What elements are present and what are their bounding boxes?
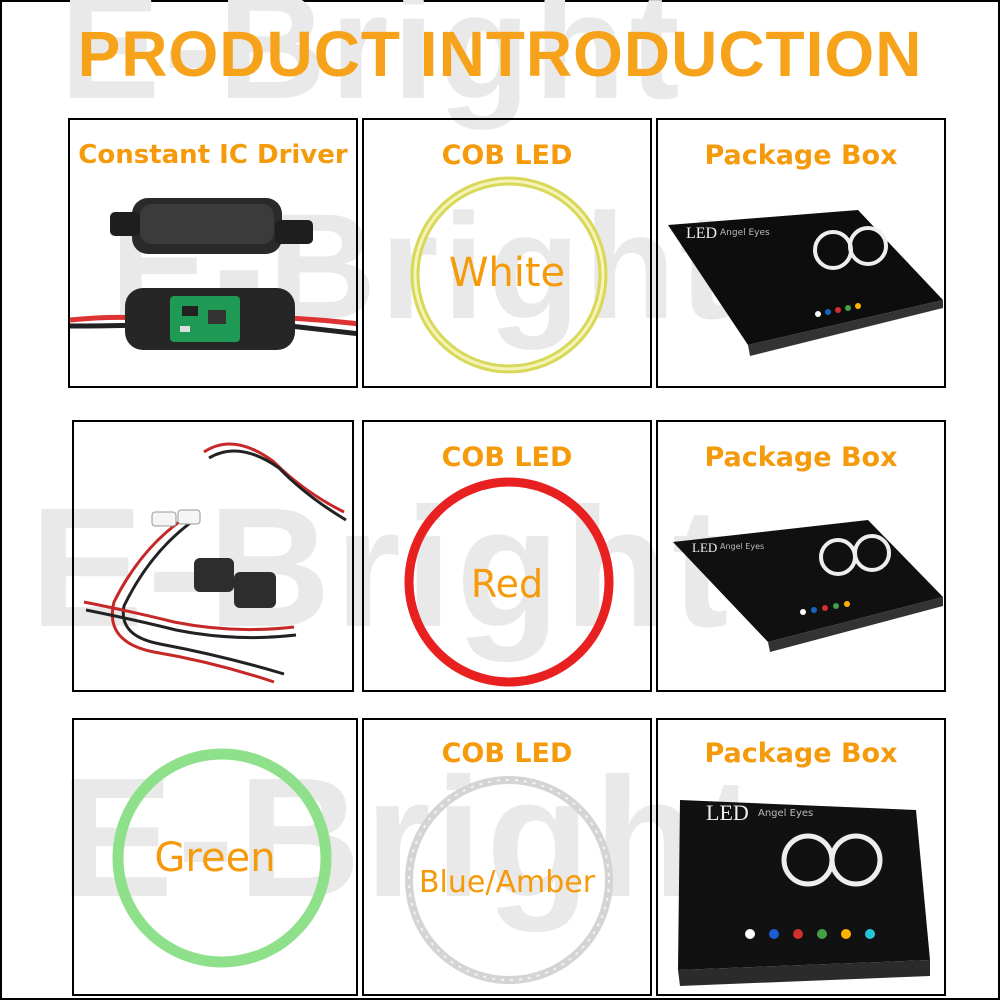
box-subtitle-text: Angel Eyes: [720, 542, 765, 551]
panel-label: Package Box: [704, 442, 898, 473]
box-subtitle-text: Angel Eyes: [758, 808, 814, 819]
green-ring-panel: Green: [72, 718, 358, 996]
ring-color-label: Red: [470, 562, 544, 606]
wiring-harness-image: [83, 442, 347, 684]
blue-amber-ring-image: [405, 776, 613, 984]
package-box-image: [668, 210, 943, 356]
driver-panel: Constant IC Driver: [68, 118, 358, 388]
panel-label: COB LED: [441, 442, 573, 473]
box-logo-text: LED: [706, 800, 749, 825]
panel-label: COB LED: [441, 738, 573, 769]
panel-label: Constant IC Driver: [78, 140, 348, 170]
package-box-image: [678, 800, 930, 986]
red-ring-image: [404, 477, 614, 687]
package-box-panel: Package Box LED Angel Eyes: [656, 420, 946, 692]
cob-led-red-panel: COB LED Red: [362, 420, 652, 692]
box-logo-text: LED: [692, 540, 718, 555]
ring-color-label: Green: [154, 835, 276, 881]
box-logo-text: LED: [686, 225, 718, 242]
white-ring-image: [410, 176, 608, 374]
box-subtitle-text: Angel Eyes: [720, 228, 770, 238]
cob-led-blue-amber-panel: COB LED Blue/Amber: [362, 718, 652, 996]
green-ring-image: [112, 748, 332, 968]
panel-label: Package Box: [704, 738, 898, 769]
package-box-panel: Package Box LED Angel Eyes: [656, 118, 946, 388]
ring-color-label: White: [448, 250, 566, 296]
wiring-harness-panel: [72, 420, 354, 692]
ring-color-label: Blue/Amber: [418, 865, 596, 900]
package-box-panel: Package Box LED Angel Eyes: [656, 718, 946, 996]
package-box-image: [673, 520, 943, 652]
page-title: PRODUCT INTRODUCTION: [77, 18, 923, 90]
cob-led-white-panel: COB LED White: [362, 118, 652, 388]
panel-label: Package Box: [704, 140, 898, 171]
ic-driver-image: [70, 198, 356, 350]
panel-label: COB LED: [441, 140, 573, 171]
